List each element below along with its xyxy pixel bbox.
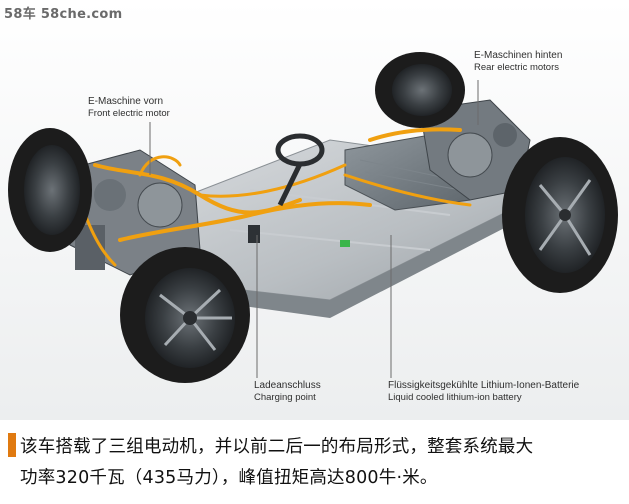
- rear-motors-assembly: [419, 99, 531, 201]
- callout-lines: [149, 80, 479, 378]
- callout-front-motor-en: Front electric motor: [88, 108, 170, 119]
- wheel-rear-left: [375, 52, 465, 128]
- callout-rear-motors-de: E-Maschinen hinten: [474, 50, 563, 61]
- caption-accent-bar: [8, 433, 16, 457]
- callout-front-motor-de: E-Maschine vorn: [88, 96, 164, 107]
- high-voltage-cables: [78, 127, 472, 267]
- caption-line-1: 该车搭载了三组电动机，并以前二后一的布局形式，整套系统最大: [20, 437, 534, 457]
- callout-battery-de: Flüssigkeitsgekühlte Lithium-Ionen-Batte…: [388, 380, 580, 391]
- callout-battery-en: Liquid cooled lithium-ion battery: [388, 392, 522, 403]
- callout-front-motor: E-Maschine vorn Front electric motor: [88, 96, 170, 120]
- callout-rear-motors: E-Maschinen hinten Rear electric motors: [474, 50, 562, 74]
- callout-charging-de: Ladeanschluss: [254, 380, 321, 391]
- wheel-front-right: [120, 247, 250, 383]
- caption-box: 该车搭载了三组电动机，并以前二后一的布局形式，整套系统最大 功率320千瓦（43…: [0, 424, 629, 504]
- callout-charging-point: Ladeanschluss Charging point: [254, 380, 321, 404]
- caption-line-2: 功率320千瓦（435马力），峰值扭矩高达800牛·米。: [20, 468, 438, 488]
- green-indicator: [340, 240, 350, 247]
- steering-wheel: [275, 133, 325, 207]
- watermark-58che: 58车 58che.com: [4, 7, 123, 22]
- callout-charging-en: Charging point: [254, 392, 316, 403]
- charging-port: [248, 225, 260, 243]
- callout-battery: Flüssigkeitsgekühlte Lithium-Ionen-Batte…: [388, 380, 579, 404]
- ev-chassis-illustration: [0, 0, 629, 420]
- wheel-rear-right: [502, 137, 618, 293]
- callout-rear-motors-en: Rear electric motors: [474, 62, 559, 73]
- wheel-front-left: [8, 128, 92, 252]
